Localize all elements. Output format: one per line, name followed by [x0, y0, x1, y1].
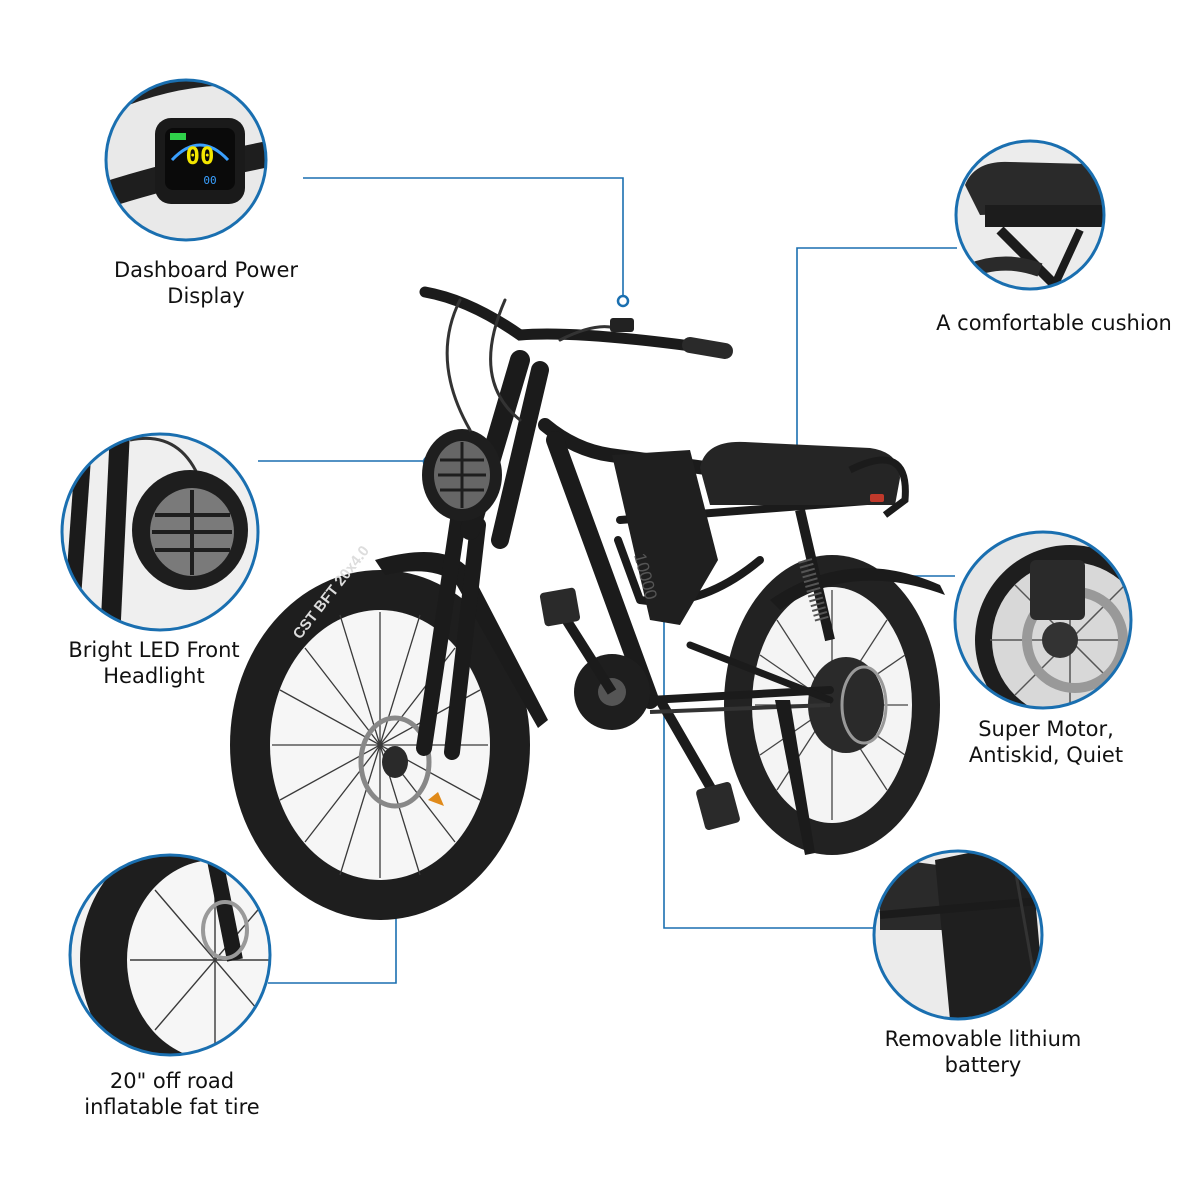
label-tire-line-1: 20" off road: [109, 1069, 235, 1093]
dashboard-speed-readout: 00: [186, 142, 215, 170]
label-motor-line-2: Antiskid, Quiet: [968, 743, 1124, 767]
connector-tire: [268, 898, 397, 984]
label-tire-line-2: inflatable fat tire: [84, 1095, 260, 1119]
headlight: [422, 429, 502, 521]
electric-bike: CST BFT 20x4.0 10000: [230, 286, 945, 920]
callout-circle-battery: [872, 849, 1044, 1021]
handlebar: [419, 286, 733, 432]
callout-circle-headlight: [60, 432, 260, 632]
seat: [700, 441, 909, 518]
label-dashboard-line-2: Display: [167, 284, 245, 308]
rear-shock: [795, 508, 835, 642]
drivetrain: [539, 587, 831, 831]
label-dashboard: Dashboard Power Display: [56, 257, 356, 309]
label-motor: Super Motor, Antiskid, Quiet: [896, 716, 1196, 768]
label-motor-line-1: Super Motor,: [978, 717, 1114, 741]
label-cushion: A comfortable cushion: [904, 310, 1200, 336]
label-battery-line-1: Removable lithium: [884, 1027, 1082, 1051]
connector-cushion: [796, 247, 957, 452]
label-dashboard-line-1: Dashboard Power: [113, 258, 299, 282]
label-tire: 20" off road inflatable fat tire: [22, 1068, 322, 1120]
rear-wheel: [724, 555, 940, 855]
callout-circle-motor: [953, 530, 1133, 710]
kickstand: [775, 700, 815, 855]
label-battery: Removable lithium battery: [833, 1026, 1133, 1078]
front-fender: [375, 552, 548, 728]
callout-circle-dashboard: 00 00: [104, 78, 268, 242]
label-headlight: Bright LED Front Headlight: [4, 637, 304, 689]
label-cushion-line-1: A comfortable cushion: [936, 311, 1172, 335]
label-battery-line-2: battery: [944, 1053, 1022, 1077]
front-fork: [416, 512, 486, 760]
callout-circle-cushion: [954, 139, 1106, 291]
connector-dashboard: [303, 177, 624, 300]
handlebar-display: [610, 318, 634, 332]
dot-dashboard: [616, 294, 630, 308]
label-headlight-line-2: Headlight: [103, 664, 205, 688]
battery-pack: 10000: [612, 450, 718, 625]
dashboard-trip-readout: 00: [203, 174, 216, 187]
label-headlight-line-1: Bright LED Front: [68, 638, 240, 662]
